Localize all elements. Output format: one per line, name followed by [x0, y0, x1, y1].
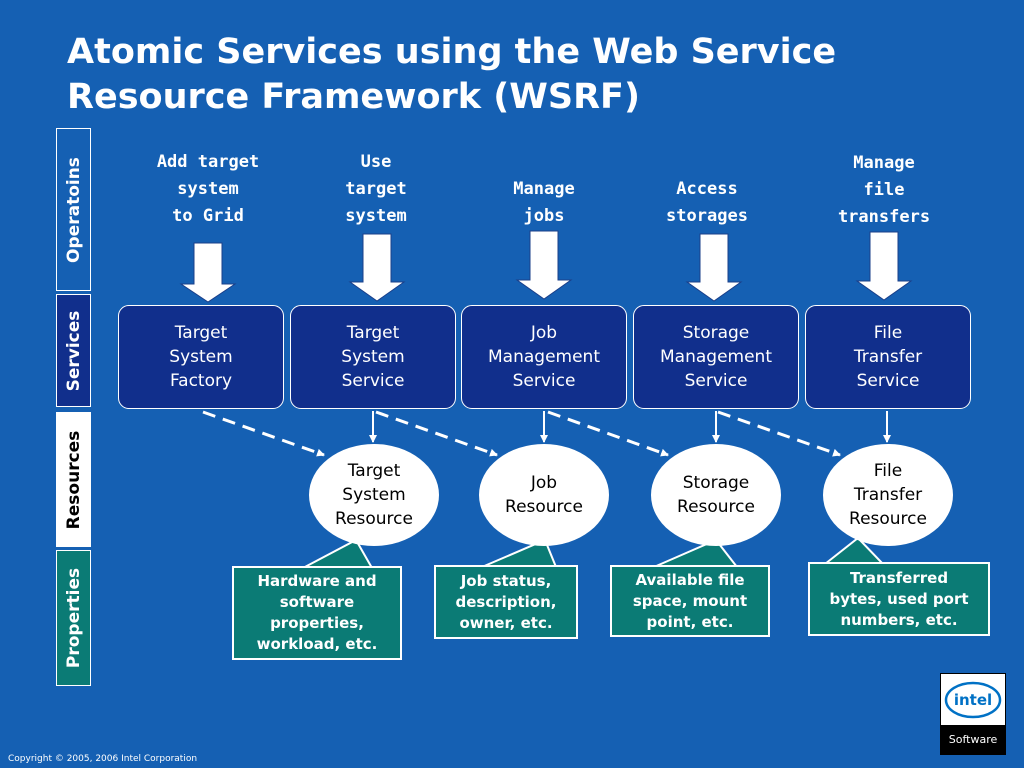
operation-manage-file-transfers: Manage file transfers — [837, 153, 931, 227]
property-transferred-bytes: Transferred bytes, used port numbers, et… — [808, 562, 990, 636]
property-hardware-software: Hardware and software properties, worklo… — [232, 566, 402, 660]
layer-label-services: Services — [56, 294, 91, 407]
logo-caption: Software — [941, 725, 1005, 754]
title-line-2: Resource Framework (WSRF) — [67, 77, 640, 117]
resource-target-system: Target System Resource — [309, 444, 439, 546]
dashed-link-job-service-storage-resource — [547, 410, 669, 457]
layer-label-operations: Operatoins — [56, 128, 91, 291]
block-arrow-access-storages — [685, 233, 743, 302]
operation-use-target-system: Use target system — [345, 152, 407, 226]
service-target-system-service: Target System Service — [290, 305, 456, 409]
service-file-transfer: File Transfer Service — [805, 305, 971, 409]
resource-file-transfer: File Transfer Resource — [823, 444, 953, 546]
service-job-management: Job Management Service — [461, 305, 627, 409]
block-arrow-manage-jobs — [515, 230, 573, 300]
title-line-1: Atomic Services using the Web Service — [67, 32, 837, 72]
dashed-link-storage-service-file-resource — [717, 410, 841, 457]
service-target-system-factory: Target System Factory — [118, 305, 284, 409]
svg-text:intel: intel — [954, 691, 992, 709]
block-arrow-use-target — [348, 233, 406, 302]
intel-software-logo: intel Software — [940, 673, 1006, 755]
intel-logo-icon: intel — [944, 681, 1002, 719]
dashed-link-factory-target-resource — [202, 410, 325, 457]
layer-label-properties: Properties — [56, 550, 91, 686]
block-arrow-add-target — [179, 242, 237, 303]
property-job-status: Job status, description, owner, etc. — [434, 565, 578, 639]
service-storage-management: Storage Management Service — [633, 305, 799, 409]
resource-storage: Storage Resource — [651, 444, 781, 546]
property-available-file-space: Available file space, mount point, etc. — [610, 565, 770, 637]
copyright-text: Copyright © 2005, 2006 Intel Corporation — [8, 754, 198, 764]
operation-add-target-system: Add target system to Grid — [156, 152, 260, 226]
resource-job: Job Resource — [479, 444, 609, 546]
operation-access-storages: Access storages — [666, 179, 748, 226]
layer-label-resources: Resources — [56, 412, 91, 547]
dashed-link-target-service-job-resource — [375, 410, 498, 457]
slide-title: Atomic Services using the Web Service Re… — [67, 30, 967, 120]
operation-manage-jobs: Manage jobs — [513, 179, 575, 226]
block-arrow-manage-files — [855, 231, 913, 301]
